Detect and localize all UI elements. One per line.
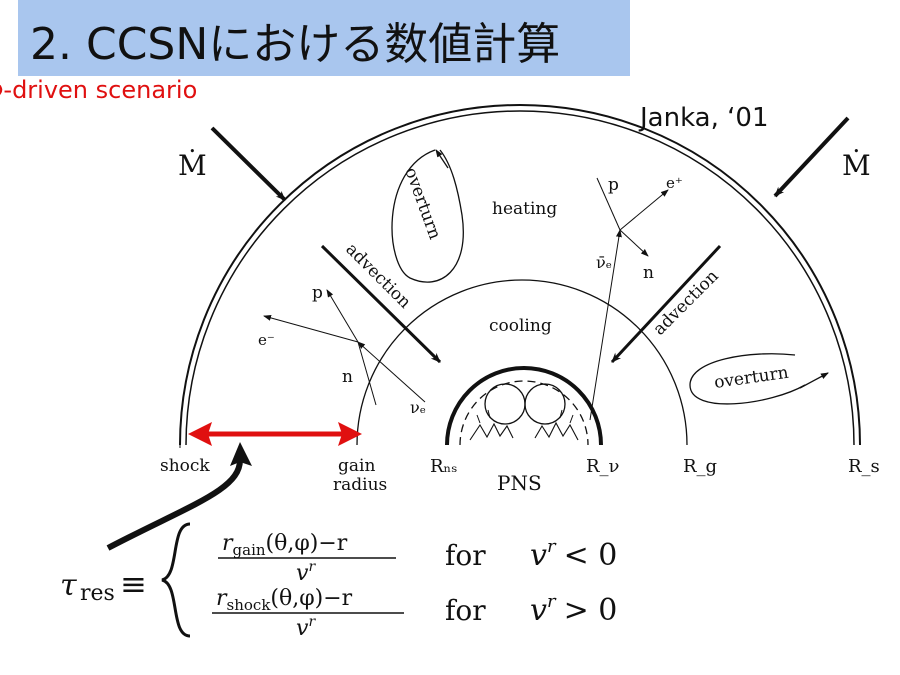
overturn-arrow-top bbox=[435, 149, 449, 169]
advection-arrow-right bbox=[610, 244, 722, 364]
proton-path-right bbox=[596, 177, 621, 231]
mass-accretion-label-right: Ṁ bbox=[842, 149, 871, 182]
electron-path-left bbox=[263, 314, 359, 343]
citation: Janka, ‘01 bbox=[640, 103, 769, 133]
pns-label: PNS bbox=[497, 471, 542, 495]
slide-subtitle: ν-driven scenario bbox=[0, 76, 198, 104]
pointer-arrow bbox=[106, 459, 243, 551]
electron-neutrino-label: νₑ bbox=[410, 398, 426, 417]
advection-label-right: advection bbox=[649, 266, 722, 339]
rs-label: R_s bbox=[848, 456, 880, 477]
neutrino-path-left bbox=[357, 341, 426, 403]
case2-denominator: vr bbox=[296, 614, 316, 641]
case2-condition: vr> 0 bbox=[530, 591, 617, 628]
proton-path-left bbox=[326, 289, 359, 343]
shock-front-inner bbox=[185, 110, 855, 446]
pns-small-arrows bbox=[476, 409, 574, 424]
case2-condition-word: for bbox=[445, 594, 486, 627]
neutron-path-left bbox=[357, 341, 377, 406]
residence-range-arrowhead-right bbox=[338, 422, 362, 446]
accretion-arrow-right bbox=[773, 116, 850, 198]
overturn-loop-right bbox=[689, 353, 806, 405]
shock-label: shock bbox=[160, 456, 210, 476]
overturn-label-right: overturn bbox=[713, 363, 790, 393]
positron-label-right: e⁺ bbox=[666, 174, 683, 192]
rnu-label: R_ν bbox=[586, 456, 620, 477]
cooling-label: cooling bbox=[489, 316, 552, 336]
neutron-path-right bbox=[619, 229, 649, 257]
radius-label: radius bbox=[333, 475, 387, 495]
case2-numerator: rshock(θ,φ)−r bbox=[216, 586, 353, 614]
electron-label-left: e⁻ bbox=[258, 331, 275, 349]
proton-label-left: p bbox=[312, 283, 323, 303]
heating-label: heating bbox=[492, 199, 557, 219]
pns-convection-cell-left bbox=[484, 383, 526, 425]
electron-antineutrino-label: ν̄ₑ bbox=[596, 253, 612, 272]
pointer-arrowhead bbox=[230, 442, 252, 466]
case1-condition: vr< 0 bbox=[530, 536, 617, 573]
pns-turbulence bbox=[469, 421, 579, 441]
rns-label: Rₙₛ bbox=[430, 456, 457, 477]
equation-equiv: ≡ bbox=[120, 565, 147, 603]
case1-numerator: rgain(θ,φ)−r bbox=[222, 531, 348, 559]
shock-front-outer bbox=[179, 104, 861, 446]
neutrino-path-right bbox=[589, 229, 622, 421]
accretion-arrow-left bbox=[210, 126, 287, 202]
pns-inner-dashed bbox=[459, 380, 589, 446]
overturn-label-top: overturn bbox=[400, 165, 444, 242]
proton-label-right: p bbox=[608, 175, 619, 195]
overturn-arrow-right bbox=[799, 372, 829, 389]
pns-surface bbox=[445, 366, 603, 446]
equation-lhs: τ bbox=[60, 568, 77, 603]
neutron-label-right: n bbox=[643, 263, 654, 283]
overturn-loop-top bbox=[391, 149, 464, 283]
residence-range-arrowhead-left bbox=[188, 422, 212, 446]
gain-label: gain bbox=[338, 456, 375, 476]
case1-condition-word: for bbox=[445, 539, 486, 572]
gain-radius-arc bbox=[356, 279, 688, 446]
rg-label: R_g bbox=[683, 456, 717, 477]
positron-path-right bbox=[619, 189, 669, 231]
pns-convection-cell-right bbox=[524, 383, 566, 425]
advection-arrow-left bbox=[320, 244, 442, 364]
slide-title: 2. CCSNにおける数値計算 bbox=[30, 19, 561, 70]
equation-lhs-subscript: res bbox=[80, 581, 115, 606]
case1-denominator: vr bbox=[296, 559, 316, 586]
neutron-label-left: n bbox=[342, 367, 353, 387]
mass-accretion-label-left: Ṁ bbox=[178, 149, 207, 182]
equation-brace bbox=[161, 522, 191, 638]
title-banner bbox=[18, 0, 630, 76]
